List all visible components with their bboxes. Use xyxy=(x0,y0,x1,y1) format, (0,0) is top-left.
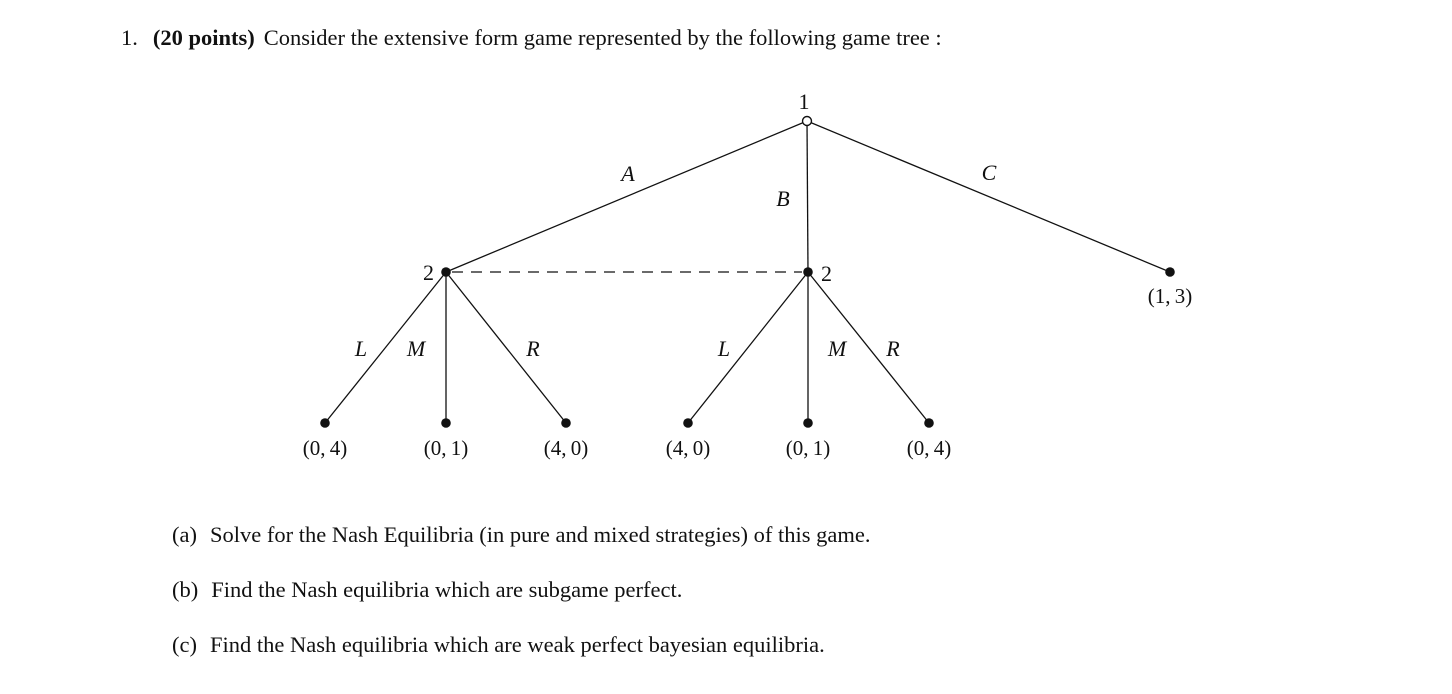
edge-C-line xyxy=(806,120,1171,273)
decision-node-player2-right xyxy=(803,267,813,277)
action-C-label: C xyxy=(982,160,997,185)
action-right-R-label: R xyxy=(885,336,900,361)
action-right-M-label: M xyxy=(827,336,848,361)
terminal-node-C xyxy=(1165,267,1175,277)
player2-right-label: 2 xyxy=(821,261,832,286)
action-right-L-label: L xyxy=(717,336,730,361)
payoff-C: (1, 3) xyxy=(1148,284,1192,308)
action-left-M-label: M xyxy=(406,336,427,361)
points-label: (20 points) xyxy=(152,25,255,50)
payoff-right-L: (4, 0) xyxy=(666,436,710,460)
decision-node-player2-left xyxy=(441,267,451,277)
question-b-text: Find the Nash equilibria which are subga… xyxy=(211,577,683,602)
action-left-R-label: R xyxy=(525,336,540,361)
decision-node-player1 xyxy=(801,115,813,127)
question-a-text: Solve for the Nash Equilibria (in pure a… xyxy=(209,522,871,547)
edge-B-line xyxy=(806,120,809,273)
question-c-text: Find the Nash equilibria which are weak … xyxy=(209,632,825,657)
question-a: (a) Solve for the Nash Equilibria (in pu… xyxy=(172,521,870,549)
terminal-node-right-M xyxy=(803,418,813,428)
question-c: (c) Find the Nash equilibria which are w… xyxy=(172,631,825,659)
payoff-right-M: (0, 1) xyxy=(786,436,830,460)
question-b: (b) Find the Nash equilibria which are s… xyxy=(172,576,682,604)
problem-number: 1. xyxy=(121,25,138,50)
action-A-label: A xyxy=(619,161,635,186)
action-B-label: B xyxy=(776,186,789,211)
question-a-label: (a) xyxy=(172,522,197,547)
player1-label: 1 xyxy=(799,89,810,114)
game-tree-figure: 1 2 2 A B C L M R L M R (1, 3) (0, 4) (0… xyxy=(303,89,1192,460)
payoff-left-R: (4, 0) xyxy=(544,436,588,460)
edge-right-L-line xyxy=(687,271,809,424)
title-text: Consider the extensive form game represe… xyxy=(263,25,942,50)
question-b-label: (b) xyxy=(172,577,199,602)
edge-left-R-line xyxy=(445,271,567,424)
edge-left-L-line xyxy=(324,271,447,424)
player2-left-label: 2 xyxy=(423,260,434,285)
terminal-node-right-R xyxy=(924,418,934,428)
terminal-node-left-M xyxy=(441,418,451,428)
terminal-node-right-L xyxy=(683,418,693,428)
action-left-L-label: L xyxy=(354,336,367,361)
payoff-left-M: (0, 1) xyxy=(424,436,468,460)
question-c-label: (c) xyxy=(172,632,197,657)
payoff-left-L: (0, 4) xyxy=(303,436,347,460)
terminal-node-left-R xyxy=(561,418,571,428)
terminal-node-left-L xyxy=(320,418,330,428)
problem-title: 1. (20 points) Consider the extensive form… xyxy=(121,25,942,51)
edge-A-line xyxy=(445,120,808,273)
edge-right-R-line xyxy=(807,271,930,424)
payoff-right-R: (0, 4) xyxy=(907,436,951,460)
